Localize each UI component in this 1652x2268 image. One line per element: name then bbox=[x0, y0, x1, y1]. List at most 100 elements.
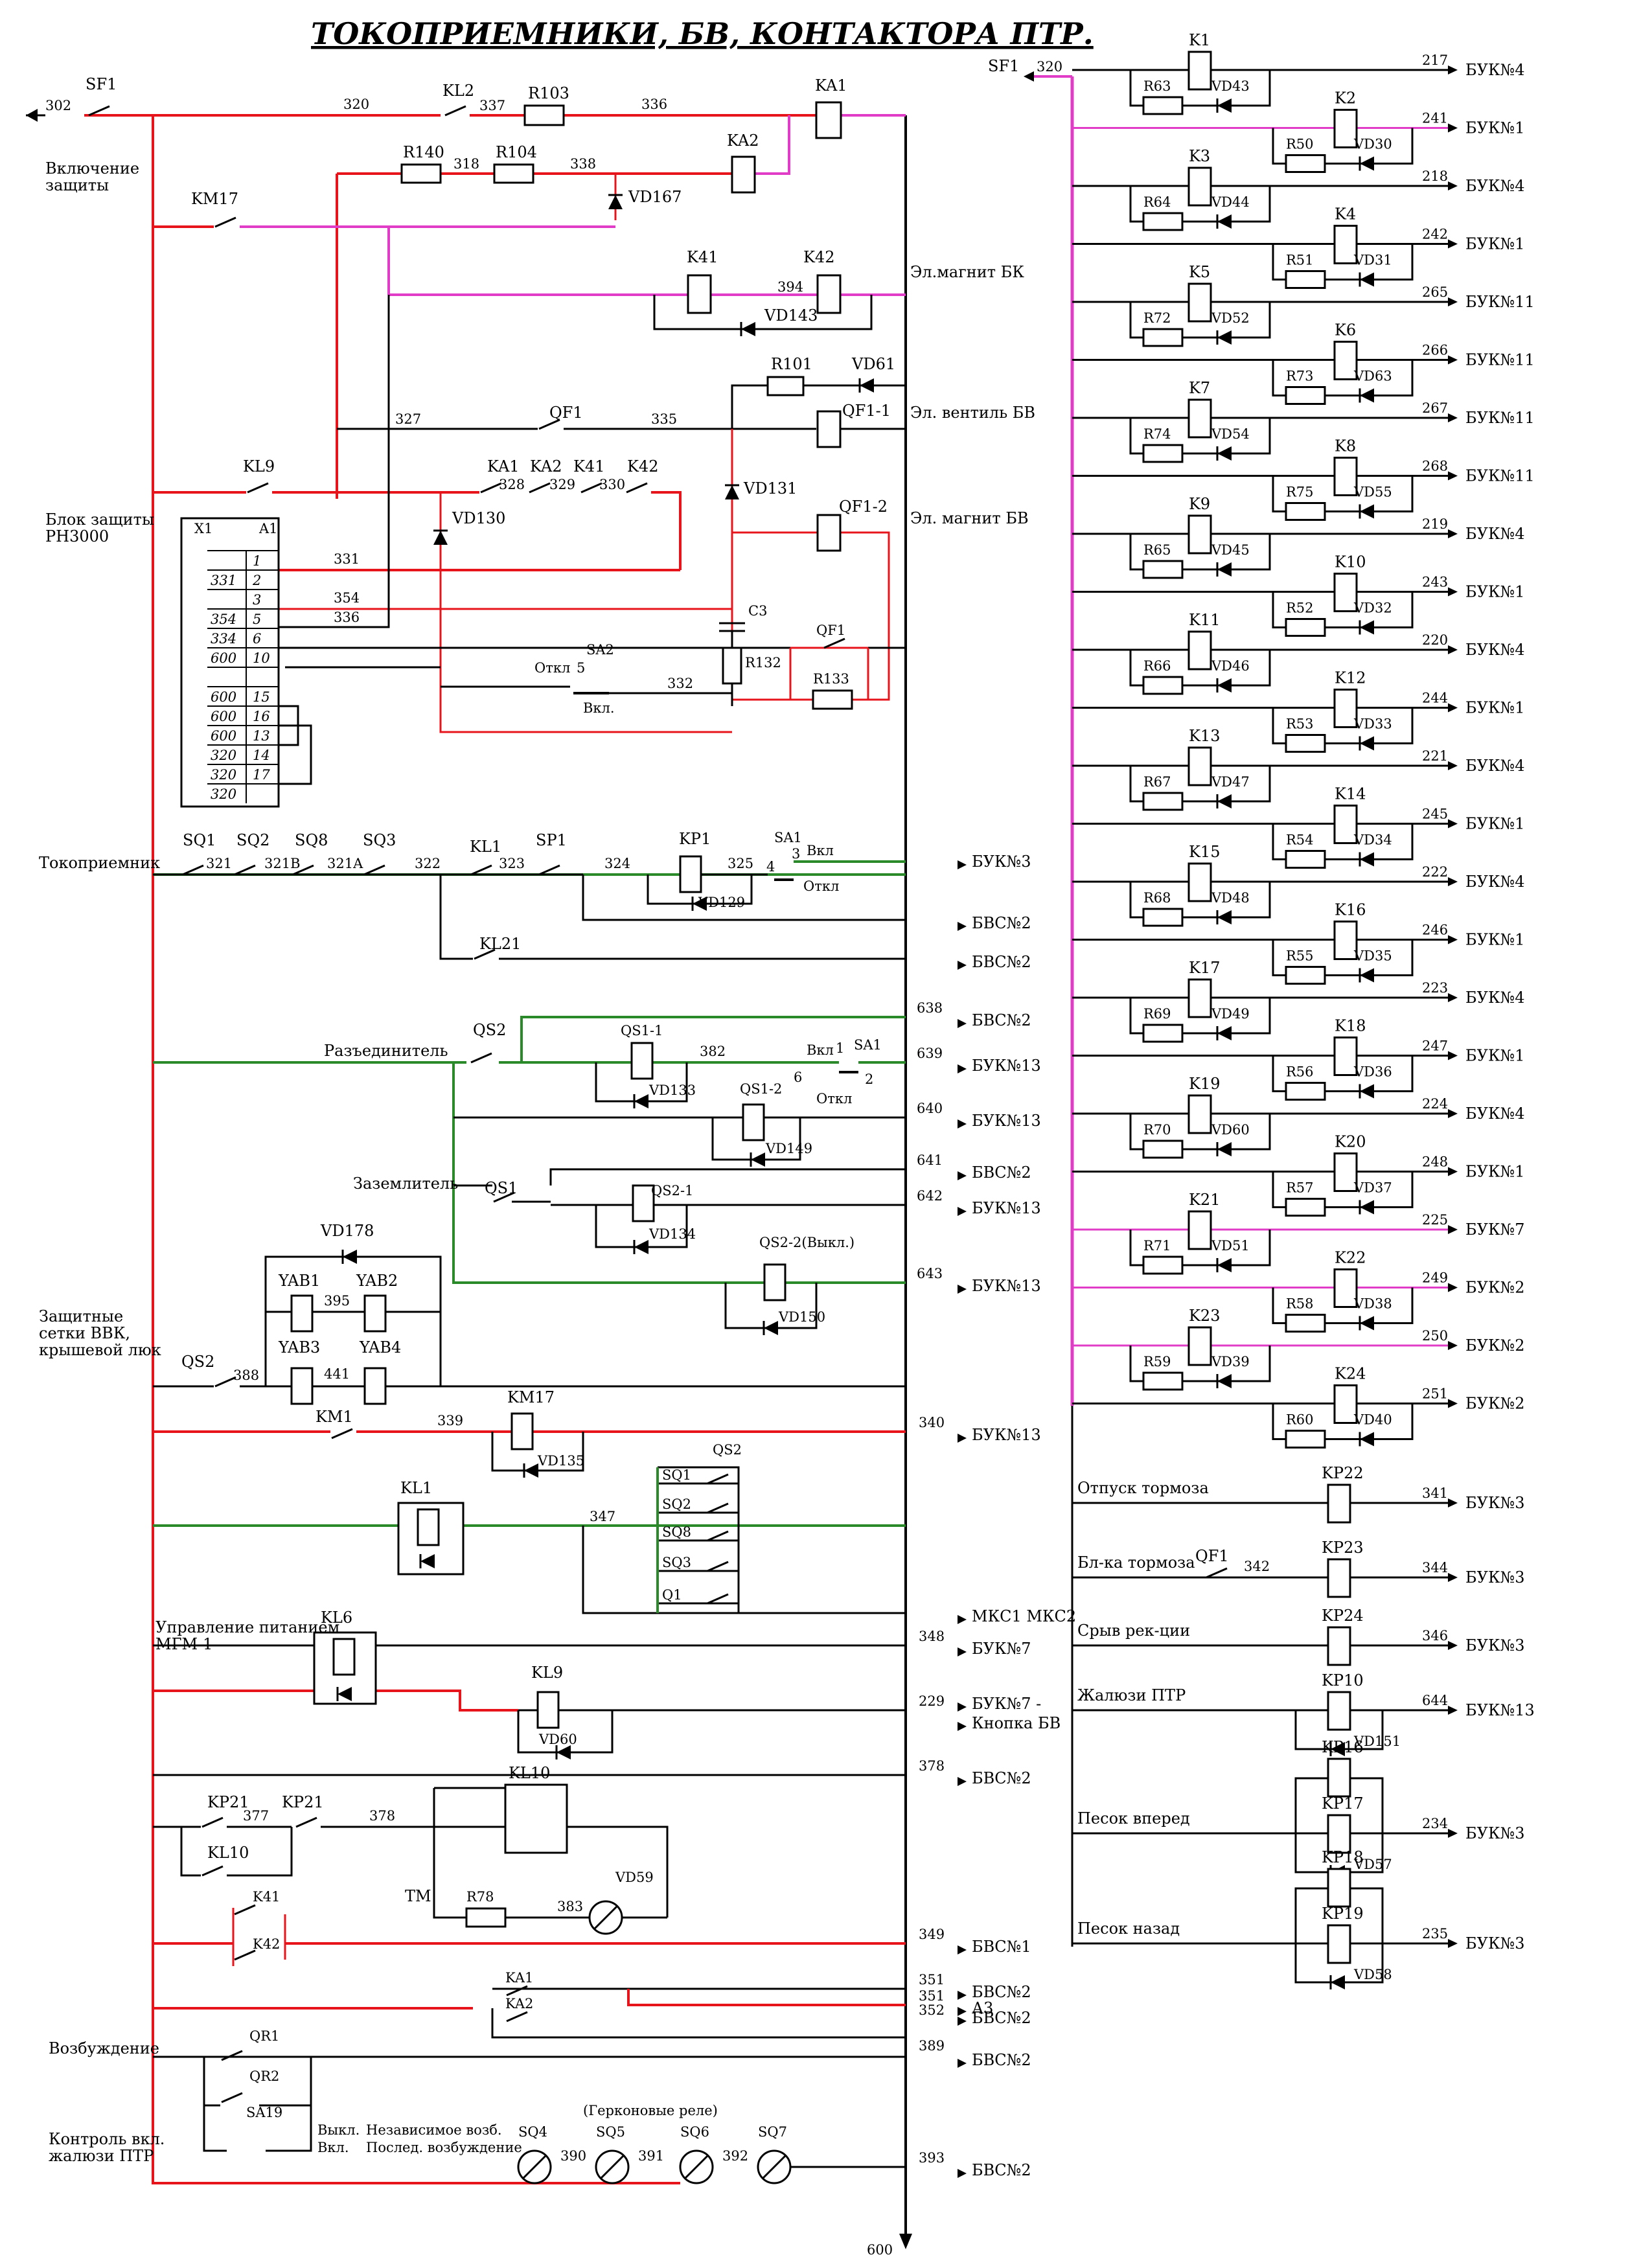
label: K42 bbox=[627, 457, 658, 475]
section-label-line: крышевой люк bbox=[39, 1341, 161, 1359]
arrow-right-icon bbox=[1448, 529, 1458, 538]
arrow-right-icon bbox=[1448, 1283, 1458, 1292]
vd134-diode bbox=[634, 1240, 648, 1254]
destination-label: БУК№13 bbox=[972, 1199, 1041, 1217]
destination-label: БУК№11 bbox=[1465, 409, 1535, 427]
r103-resistor bbox=[523, 104, 565, 126]
label: Вкл bbox=[807, 1042, 834, 1058]
destination-label: А3 bbox=[972, 1999, 993, 2017]
label: 349 bbox=[919, 1927, 945, 1942]
destination-label: БУК№7 bbox=[972, 1640, 1031, 1658]
wire-label: 243 bbox=[1422, 575, 1448, 590]
diode-label: VD35 bbox=[1353, 948, 1392, 964]
label: 640 bbox=[917, 1101, 943, 1116]
wire-label: 265 bbox=[1422, 284, 1448, 300]
diode-label: VD43 bbox=[1211, 78, 1250, 94]
bottom-switch bbox=[1206, 1567, 1228, 1579]
relay-resistor bbox=[1142, 1371, 1184, 1391]
wire bbox=[180, 1827, 201, 1877]
block-row-label: 354 bbox=[211, 612, 236, 627]
resistor-label: R64 bbox=[1143, 194, 1171, 210]
relay-shunt bbox=[1272, 360, 1414, 396]
arrow-right-icon bbox=[1448, 1051, 1458, 1060]
wire bbox=[266, 2105, 312, 2152]
label: 351 bbox=[919, 1972, 945, 1987]
block-row-label: 331 bbox=[211, 573, 236, 588]
diode-label: VD44 bbox=[1211, 194, 1250, 210]
section-label-line: защиты bbox=[45, 176, 109, 194]
relay-label: K3 bbox=[1189, 147, 1210, 165]
wires bbox=[26, 69, 1448, 2235]
label: C3 bbox=[748, 603, 767, 619]
label: 383 bbox=[557, 1899, 583, 1914]
destination-label: МКС1 МКС2 bbox=[972, 1607, 1076, 1625]
diode-label: VD37 bbox=[1353, 1180, 1392, 1196]
components bbox=[26, 51, 1458, 2249]
relay-label: K19 bbox=[1189, 1075, 1220, 1093]
destination-label: БУК№2 bbox=[1465, 1279, 1525, 1297]
relay-shunt bbox=[1129, 302, 1271, 339]
relay-resistor bbox=[1285, 734, 1326, 753]
r101-resistor bbox=[766, 376, 805, 396]
label: VD135 bbox=[537, 1453, 584, 1469]
wire-label: 644 bbox=[1422, 1693, 1448, 1708]
qf1-1-coil bbox=[816, 410, 842, 448]
block-row-label: 320 bbox=[211, 767, 236, 783]
label: 322 bbox=[415, 856, 441, 871]
label: 332 bbox=[667, 676, 693, 691]
arrow-right-icon bbox=[1448, 181, 1458, 190]
label: 325 bbox=[728, 856, 753, 871]
arrow-right-icon bbox=[1448, 1641, 1458, 1650]
vd131-diode bbox=[725, 485, 739, 499]
wire bbox=[658, 1466, 740, 1613]
resistor-label: R65 bbox=[1143, 542, 1171, 558]
label: KA1 bbox=[487, 457, 520, 475]
wire-label: 249 bbox=[1422, 1270, 1448, 1286]
label: SQ4 bbox=[518, 2124, 547, 2140]
bottom-diode-label: VD58 bbox=[1353, 1967, 1392, 1982]
relay-label: K13 bbox=[1189, 727, 1220, 745]
label: QS2 bbox=[181, 1353, 214, 1371]
bottom-coil bbox=[1327, 1558, 1351, 1598]
wire bbox=[653, 295, 873, 330]
label: 321 bbox=[206, 856, 232, 871]
diode-label: VD39 bbox=[1211, 1354, 1250, 1369]
yab4-coil bbox=[363, 1367, 387, 1405]
lamp-cross bbox=[522, 2155, 547, 2179]
arrow-right-icon bbox=[1448, 355, 1458, 365]
qs2-contact bbox=[470, 1052, 492, 1064]
bottom-coil bbox=[1327, 1691, 1351, 1731]
relay-label: K18 bbox=[1335, 1017, 1366, 1035]
diode-label: VD46 bbox=[1211, 658, 1250, 674]
destination-label: БВС№2 bbox=[972, 2161, 1031, 2179]
label: 347 bbox=[590, 1509, 615, 1524]
wire-label: 244 bbox=[1422, 691, 1448, 706]
label: SQ6 bbox=[680, 2124, 709, 2140]
relay-diode bbox=[1217, 678, 1232, 693]
label: R101 bbox=[771, 355, 812, 373]
diode-label: VD52 bbox=[1211, 310, 1250, 326]
section-label-line: Управление питанием bbox=[155, 1618, 339, 1636]
resistor-label: R70 bbox=[1143, 1122, 1171, 1138]
label: 378 bbox=[369, 1808, 395, 1824]
arrow-right-icon bbox=[1448, 1225, 1458, 1234]
label: 320 bbox=[343, 97, 369, 112]
label: KP1 bbox=[679, 830, 711, 848]
rn3000-block bbox=[180, 517, 280, 808]
wire-label: 247 bbox=[1422, 1038, 1448, 1054]
wire-label: 341 bbox=[1422, 1485, 1448, 1501]
relay-resistor bbox=[1142, 1024, 1184, 1043]
destination-label: БУК№11 bbox=[1465, 293, 1535, 311]
relay-label: K6 bbox=[1335, 321, 1356, 339]
block-pin-label: 16 bbox=[253, 709, 270, 724]
relay-resistor bbox=[1285, 1430, 1326, 1449]
block-pin-label: 5 bbox=[253, 612, 261, 627]
relay-coil bbox=[1333, 689, 1358, 728]
q1-contact-lower bbox=[707, 1593, 729, 1605]
relay-diode bbox=[1360, 388, 1374, 403]
kl1-contact bbox=[470, 864, 492, 876]
wire-label: 224 bbox=[1422, 1096, 1448, 1112]
relay-diode bbox=[1360, 504, 1374, 519]
label: 328 bbox=[499, 477, 525, 492]
